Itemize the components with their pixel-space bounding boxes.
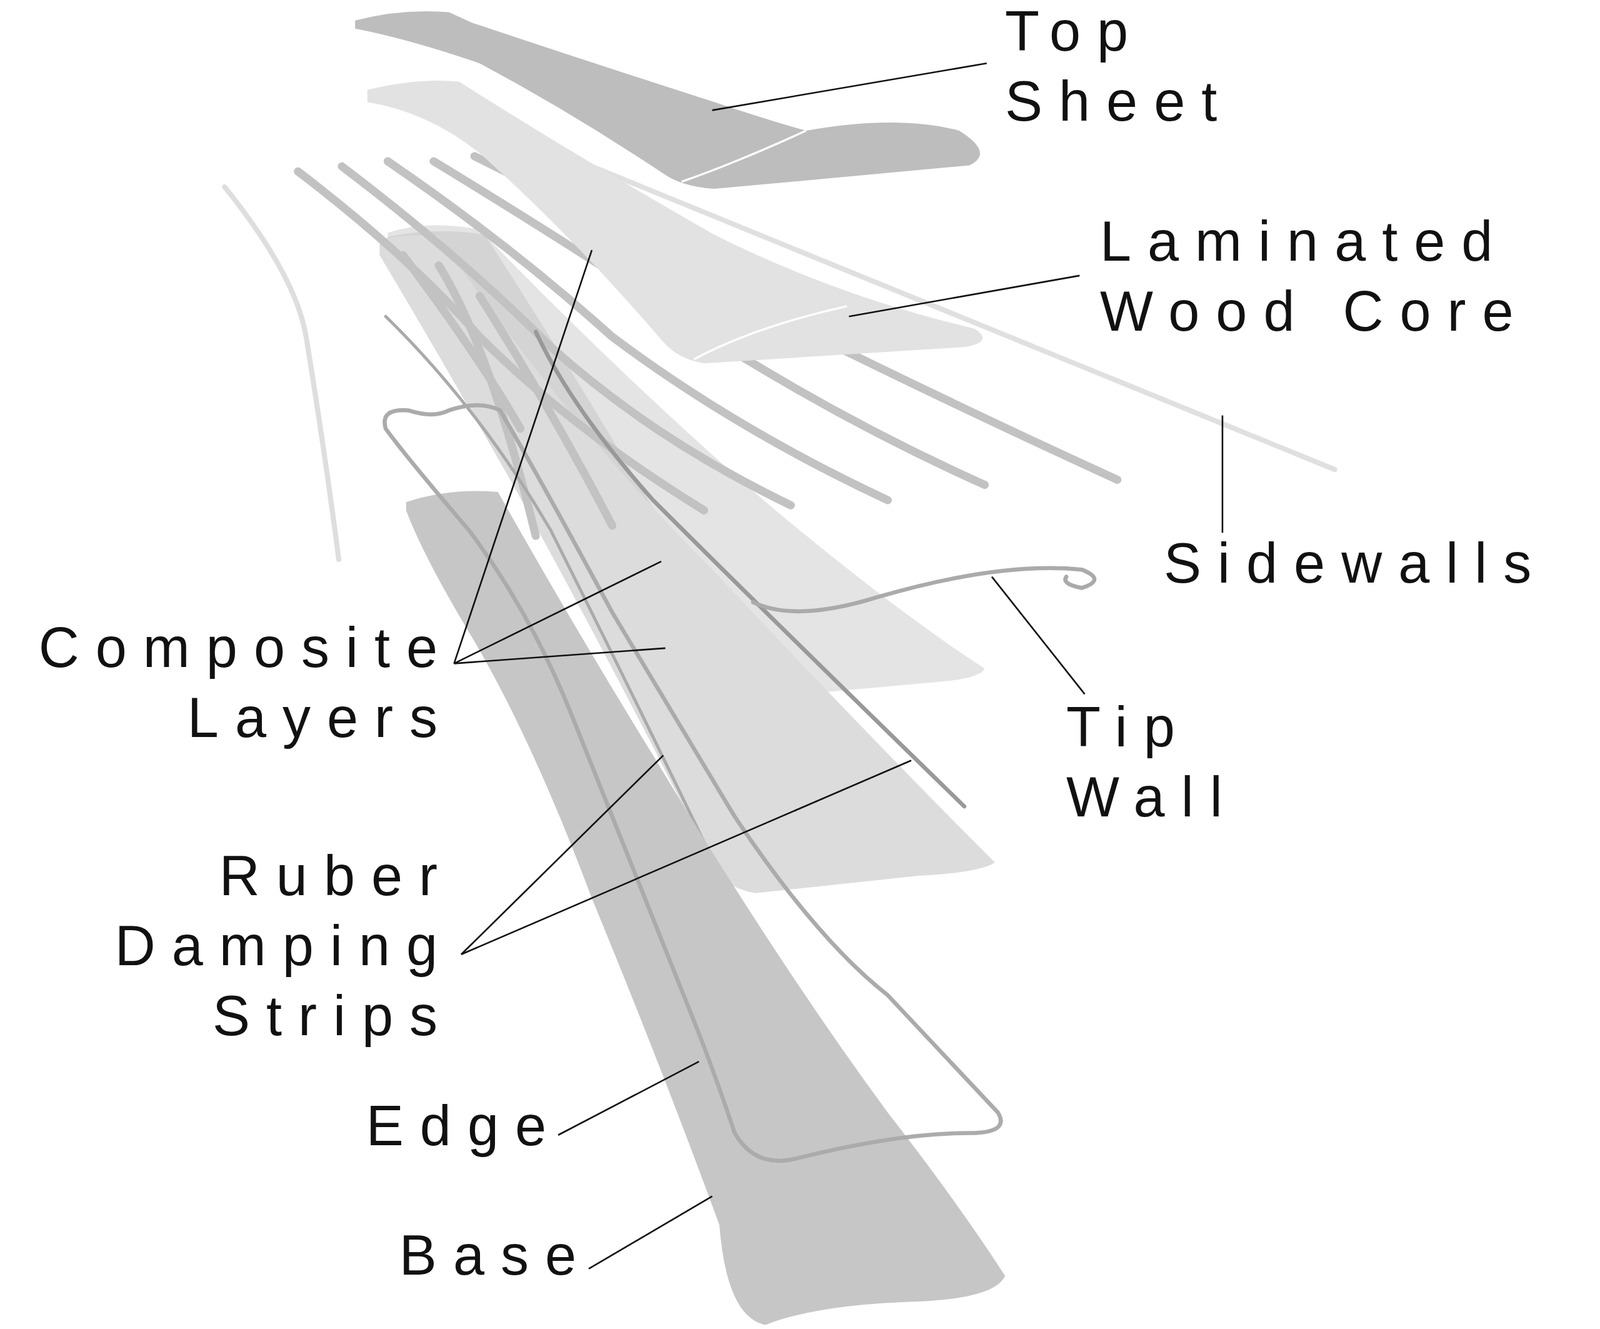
part-label: Composite Layers <box>34 612 454 753</box>
part-label: Edge <box>361 1090 563 1161</box>
part-label: Ruber Damping Strips <box>110 840 454 1051</box>
part-label: Sidewalls <box>1163 528 1552 599</box>
part-label: Tip Wall <box>1066 691 1243 832</box>
part-label: Base <box>395 1220 593 1290</box>
part-label: Laminated Wood Core <box>1100 206 1534 347</box>
part-label: Top Sheet <box>1005 0 1238 137</box>
